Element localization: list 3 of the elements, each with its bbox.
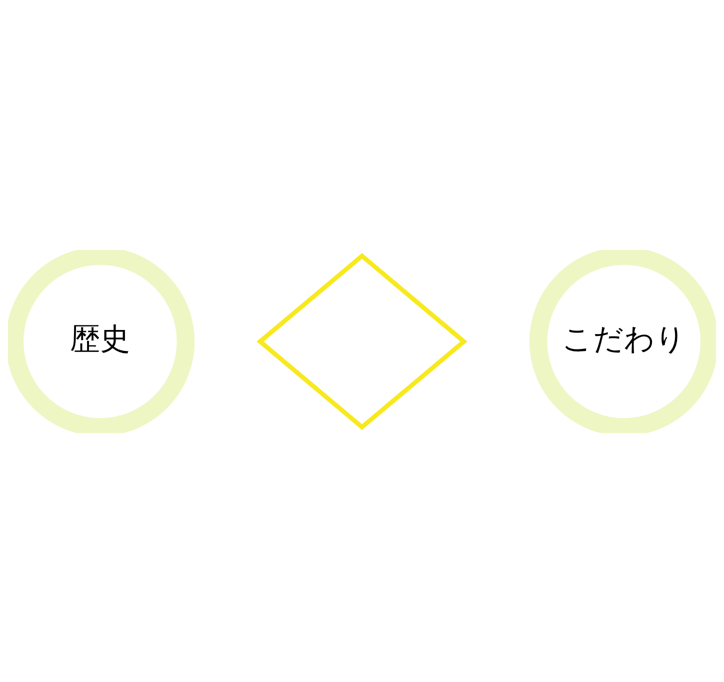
node-circle: 歴史 (8, 250, 195, 432)
node-diamond (256, 252, 468, 430)
node-circle: こだわり (529, 250, 716, 432)
